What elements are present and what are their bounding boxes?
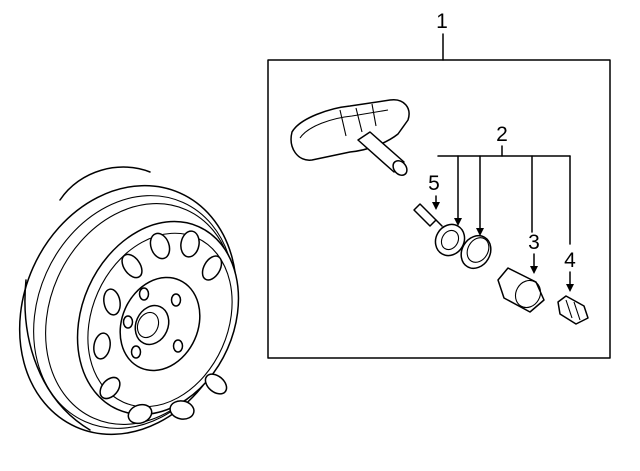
valve-core bbox=[413, 203, 443, 227]
tpms-sensor bbox=[290, 99, 410, 176]
steel-wheel bbox=[18, 166, 240, 436]
valve-seal bbox=[460, 234, 492, 270]
callout-1-label: 1 bbox=[436, 10, 448, 33]
tpms-kit-box bbox=[267, 59, 611, 359]
vent-holes bbox=[93, 230, 228, 425]
callout-5-label: 5 bbox=[428, 172, 440, 195]
callout-3-label: 3 bbox=[528, 231, 540, 254]
valve-cap bbox=[557, 295, 589, 325]
callout-4-label: 4 bbox=[564, 249, 576, 272]
callout-2-label: 2 bbox=[496, 123, 508, 146]
valve-nut bbox=[497, 267, 545, 313]
